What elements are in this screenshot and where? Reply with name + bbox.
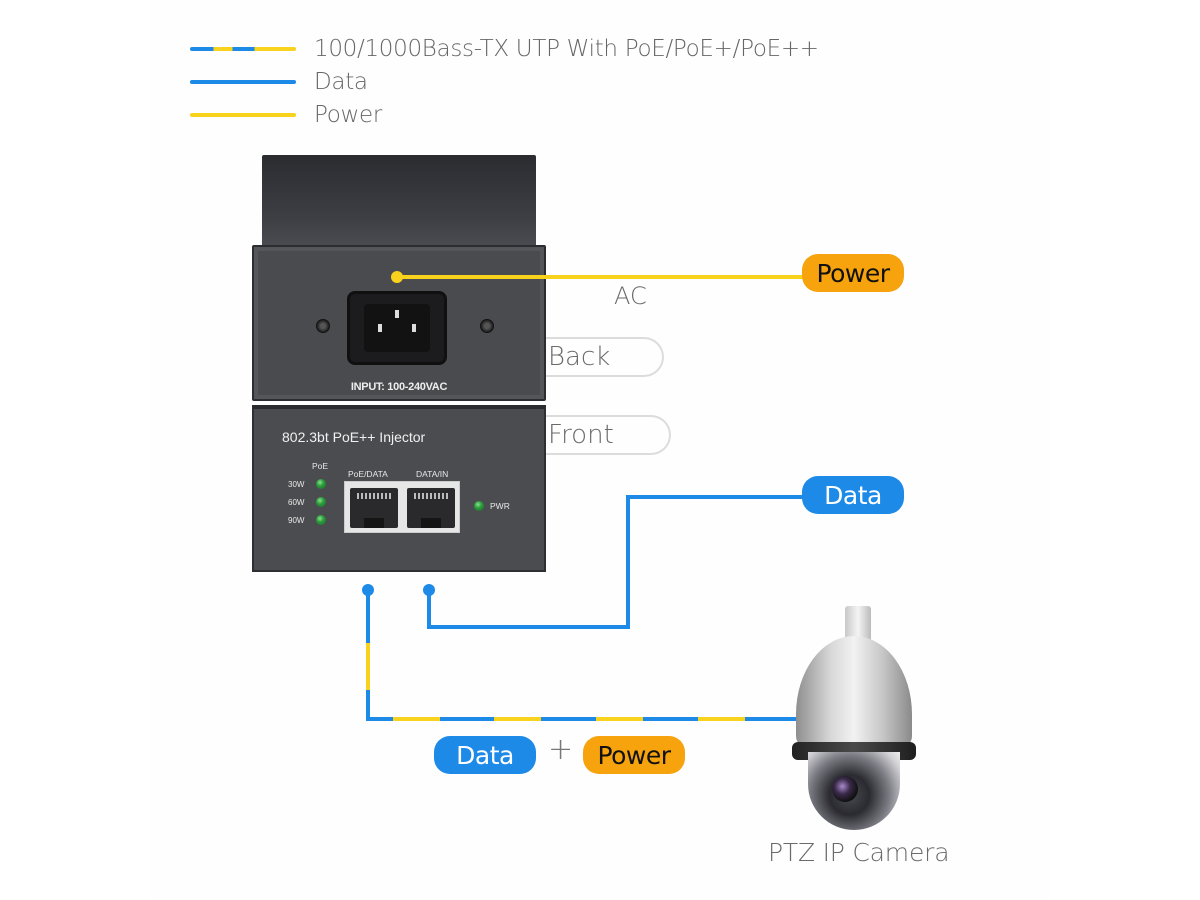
legend-label: 100/1000Bass-TX UTP With PoE/PoE+/PoE++ (314, 35, 819, 62)
screw-icon (480, 319, 494, 333)
led-label: 30W (288, 479, 305, 489)
port-label-data-in: DATA/IN (416, 469, 449, 479)
device-front-panel: 802.3bt PoE++ Injector PoE 30W 60W 90W P… (252, 405, 546, 572)
camera-mount (845, 606, 871, 640)
rj45-port-data-in-icon (407, 488, 455, 528)
rj45-port-poe-data-icon (350, 488, 398, 528)
power-line-swatch-icon (190, 112, 296, 117)
led-label: 60W (288, 497, 305, 507)
back-tag: Back (530, 337, 664, 377)
front-tag: Front (530, 415, 671, 455)
camera-housing (796, 636, 912, 748)
led-60w: 60W (288, 497, 326, 507)
plus-sign: + (548, 732, 574, 767)
data-pill-label: Data (824, 480, 882, 510)
screw-icon (316, 319, 330, 333)
port-label-poe-data: PoE/DATA (348, 469, 388, 479)
led-indicator-icon (316, 479, 326, 489)
power-pill: Power (802, 254, 904, 292)
poe-injector-device: INPUT: 100-240VAC 802.3bt PoE++ Injector… (252, 155, 546, 572)
legend-label: Data (314, 68, 368, 95)
led-indicator-icon (316, 515, 326, 525)
led-label: 90W (288, 515, 305, 525)
ptz-dome-camera-icon (788, 606, 918, 830)
model-label: 802.3bt PoE++ Injector (282, 429, 426, 445)
combined-power-pill: Power (583, 736, 685, 774)
pwr-label: PWR (490, 501, 510, 511)
iec-c14-power-socket-icon (347, 291, 447, 365)
input-voltage-label: INPUT: 100-240VAC (350, 381, 448, 393)
power-pill-label: Power (816, 258, 890, 288)
combined-data-label: Data (456, 740, 514, 770)
led-30w: 30W (288, 479, 326, 489)
data-line-swatch-icon (190, 79, 296, 84)
back-tag-label: Back (548, 342, 611, 372)
ac-label: AC (614, 282, 647, 310)
data-pill: Data (802, 476, 904, 514)
combined-power-label: Power (597, 740, 671, 770)
combined-data-pill: Data (434, 736, 536, 774)
poe-cable-swatch-icon (190, 46, 296, 51)
pwr-led-icon (474, 501, 484, 511)
camera-lens-icon (832, 776, 858, 802)
device-top-housing (262, 155, 536, 247)
legend-item-power: Power (190, 98, 819, 131)
legend-item-poe-cable: 100/1000Bass-TX UTP With PoE/PoE+/PoE++ (190, 32, 819, 65)
legend: 100/1000Bass-TX UTP With PoE/PoE+/PoE++ … (190, 32, 819, 131)
device-back-panel: INPUT: 100-240VAC (252, 245, 546, 401)
led-indicator-icon (316, 497, 326, 507)
rj45-port-block (344, 481, 460, 533)
led-90w: 90W (288, 515, 326, 525)
camera-label: PTZ IP Camera (768, 838, 950, 867)
legend-label: Power (314, 101, 383, 128)
front-tag-label: Front (548, 420, 614, 450)
poe-led-group-label: PoE (312, 461, 329, 471)
legend-item-data: Data (190, 65, 819, 98)
